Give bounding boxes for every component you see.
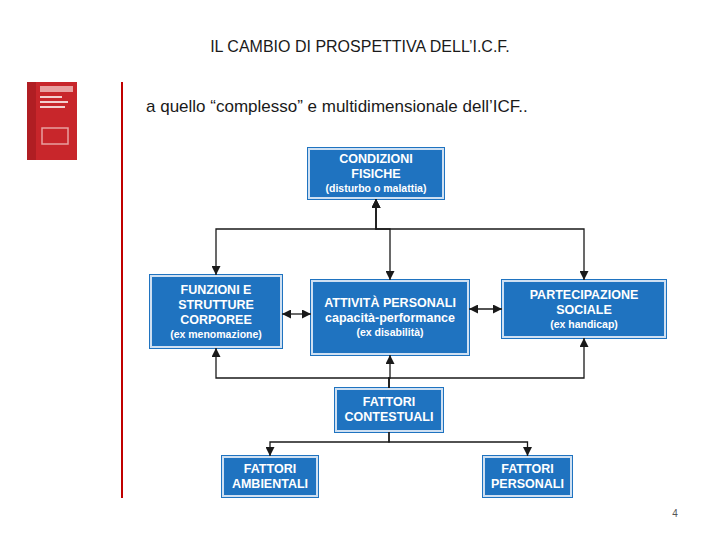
connector-arrow xyxy=(270,432,389,456)
connector-arrow xyxy=(216,199,376,275)
connector-arrow xyxy=(216,348,389,388)
connector-arrow xyxy=(389,432,528,456)
connector-arrow xyxy=(389,355,390,388)
icf-box: PARTECIPAZIONE SOCIALE(ex handicap) xyxy=(502,280,666,338)
icf-box: FATTORI CONTESTUALI xyxy=(335,388,443,432)
box-heading: FATTORI PERSONALI xyxy=(488,462,567,492)
box-heading: FUNZIONI E STRUTTURE CORPOREE xyxy=(155,283,277,328)
connector-arrow xyxy=(389,338,584,388)
slide-subtitle: a quello “complesso” e multidimensionale… xyxy=(146,97,706,117)
cover-line xyxy=(40,106,65,108)
box-note: (ex disabilità) xyxy=(356,326,423,339)
cover-spine xyxy=(27,82,36,160)
box-heading: FATTORI AMBIENTALI xyxy=(227,462,313,492)
connector-arrow xyxy=(282,313,311,314)
box-heading: ATTIVITÀ PERSONALI capacità-performance xyxy=(316,296,464,326)
icf-box: CONDIZIONI FISICHE(disturbo o malattia) xyxy=(308,148,444,199)
connector-arrow xyxy=(376,199,584,280)
cover-line xyxy=(40,96,62,98)
box-note: (ex handicap) xyxy=(550,318,618,331)
book-cover xyxy=(27,82,77,160)
box-note: (disturbo o malattia) xyxy=(326,182,427,195)
icf-box: FATTORI PERSONALI xyxy=(483,456,572,497)
box-heading: FATTORI CONTESTUALI xyxy=(340,395,438,425)
icf-box: FUNZIONI E STRUTTURE CORPOREE(ex menomaz… xyxy=(150,275,282,348)
icf-box: FATTORI AMBIENTALI xyxy=(222,456,318,497)
cover-band xyxy=(40,86,73,92)
slide-title: IL CAMBIO DI PROSPETTIVA DELL’I.C.F. xyxy=(0,38,720,56)
connector-arrow xyxy=(469,308,502,309)
box-heading: PARTECIPAZIONE SOCIALE xyxy=(507,288,661,318)
page-number: 4 xyxy=(660,508,690,519)
cover-emblem xyxy=(42,128,68,144)
cover-body xyxy=(27,82,77,160)
cover-line xyxy=(40,101,68,103)
icf-box: ATTIVITÀ PERSONALI capacità-performance(… xyxy=(311,280,469,355)
box-heading: CONDIZIONI FISICHE xyxy=(313,152,439,182)
connector-arrow xyxy=(376,199,390,280)
box-note: (ex menomazione) xyxy=(170,328,262,341)
divider-line xyxy=(121,82,123,498)
